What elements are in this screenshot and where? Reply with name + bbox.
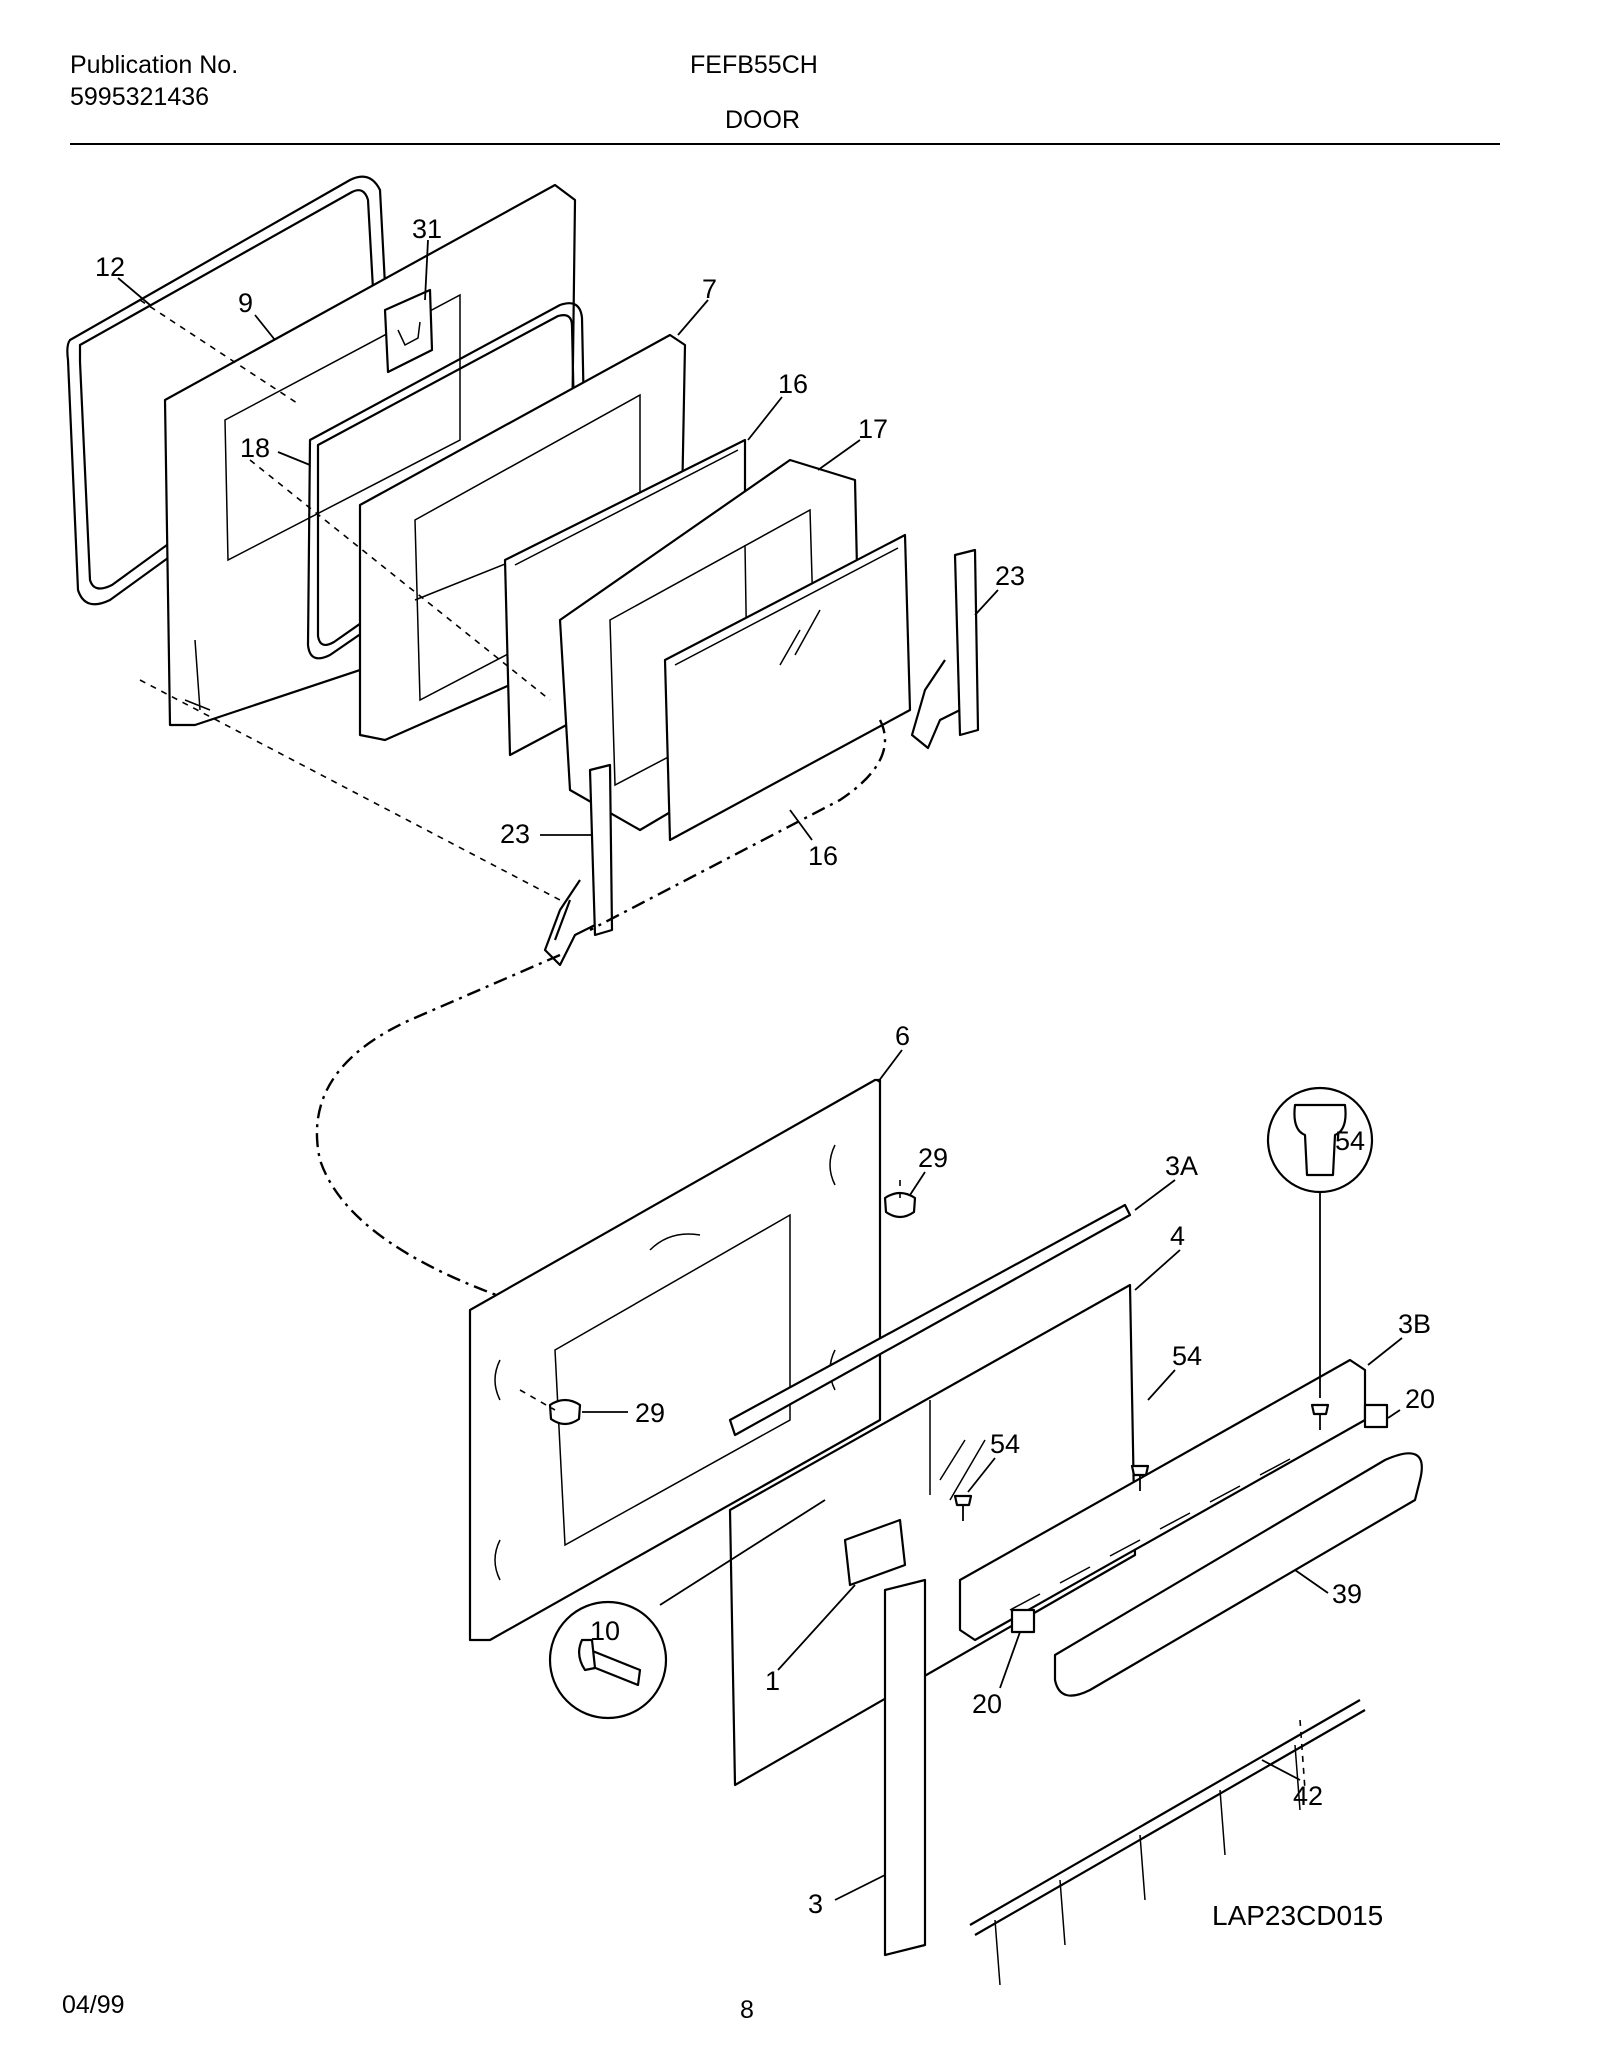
- leader-20a: [1387, 1409, 1401, 1419]
- callout-42: 42: [1293, 1781, 1323, 1811]
- part-42-trim-rail: [969, 1699, 1366, 1986]
- leader-6: [877, 1049, 903, 1083]
- section-title: DOOR: [725, 106, 800, 134]
- leader-3A: [1134, 1179, 1176, 1211]
- callout-7: 7: [702, 274, 717, 304]
- leader-39: [1294, 1569, 1329, 1594]
- callout-9: 9: [238, 288, 253, 318]
- part-29-bumper-upper: [883, 1191, 917, 1219]
- callout-23-right: 23: [995, 561, 1025, 591]
- header-rule: [70, 143, 1500, 145]
- leader-12: [117, 277, 151, 306]
- leader-18: [277, 451, 311, 466]
- callout-20a: 20: [1405, 1384, 1435, 1414]
- callout-54a: 54: [1335, 1126, 1365, 1156]
- dash-dot-hinge: [589, 719, 887, 932]
- publication-label: Publication No.: [70, 51, 239, 79]
- leader-4: [1134, 1249, 1181, 1291]
- leader-17: [817, 439, 861, 471]
- callout-54b: 54: [1172, 1341, 1202, 1371]
- callout-4: 4: [1170, 1221, 1185, 1251]
- leader-1: [777, 1584, 856, 1671]
- dash-guide-1: [139, 299, 301, 406]
- callout-17: 17: [858, 414, 888, 444]
- callout-39: 39: [1332, 1579, 1362, 1609]
- model-number: FEFB55CH: [690, 51, 818, 79]
- part-23-hinge-right: [910, 548, 980, 750]
- part-1-bracket: [843, 1518, 907, 1587]
- leader-16b: [789, 809, 813, 841]
- callout-18: 18: [240, 433, 270, 463]
- leader-9: [254, 314, 276, 341]
- part-6-outer-panel: [468, 1078, 882, 1642]
- leader-42: [1261, 1759, 1301, 1781]
- part-29-bumper-lower: [548, 1398, 582, 1426]
- leader-54b: [1147, 1369, 1176, 1401]
- part-39-handle: [1053, 1452, 1423, 1697]
- callout-23-left: 23: [500, 819, 530, 849]
- part-54-screw-3: [953, 1494, 973, 1521]
- leader-3B: [1367, 1337, 1403, 1366]
- footer-date: 04/99: [62, 1991, 125, 2019]
- part-4-outer-glass: [728, 1283, 1137, 1787]
- part-31-bracket: [383, 288, 434, 374]
- part-3A-trim: [728, 1203, 1132, 1437]
- diagram-code: LAP23CD015: [1212, 1900, 1383, 1931]
- callout-29a: 29: [918, 1143, 948, 1173]
- callout-16a: 16: [778, 369, 808, 399]
- part-54-screw-1: [1310, 1403, 1330, 1430]
- part-20-endcap-lower: [1010, 1608, 1036, 1634]
- callout-16b: 16: [808, 841, 838, 871]
- callout-3: 3: [808, 1889, 823, 1919]
- page-number: 8: [740, 1996, 754, 2024]
- dash-guide-3: [249, 459, 551, 701]
- leader-54c: [967, 1457, 996, 1493]
- leader-20b: [999, 1631, 1021, 1689]
- callout-10: 10: [590, 1616, 620, 1646]
- leader-31: [424, 239, 429, 301]
- leader-10-circle: [659, 1499, 826, 1606]
- part-16-glass-lower: [663, 533, 912, 842]
- dash-dot-loop: [315, 953, 701, 1397]
- leader-3: [834, 1874, 886, 1901]
- callout-1: 1: [765, 1666, 780, 1696]
- part-3-vertical-trim: [883, 1578, 927, 1957]
- part-10-detail-circle: [548, 1600, 668, 1720]
- callout-3A: 3A: [1165, 1151, 1198, 1181]
- part-20-endcap-upper: [1363, 1403, 1389, 1429]
- callout-29b: 29: [635, 1398, 665, 1428]
- callout-12: 12: [95, 252, 125, 282]
- leader-29a: [909, 1171, 926, 1196]
- publication-number: 5995321436: [70, 83, 210, 111]
- part-54-screw-2: [1130, 1464, 1150, 1491]
- dash-guide-42: [1299, 1719, 1306, 1791]
- leader-16a: [747, 396, 783, 441]
- callout-31: 31: [412, 214, 442, 244]
- callout-3B: 3B: [1398, 1309, 1431, 1339]
- callout-20b: 20: [972, 1689, 1002, 1719]
- callout-54c: 54: [990, 1429, 1020, 1459]
- leader-23-right: [974, 589, 999, 616]
- callout-6: 6: [895, 1021, 910, 1051]
- leader-7: [677, 299, 709, 336]
